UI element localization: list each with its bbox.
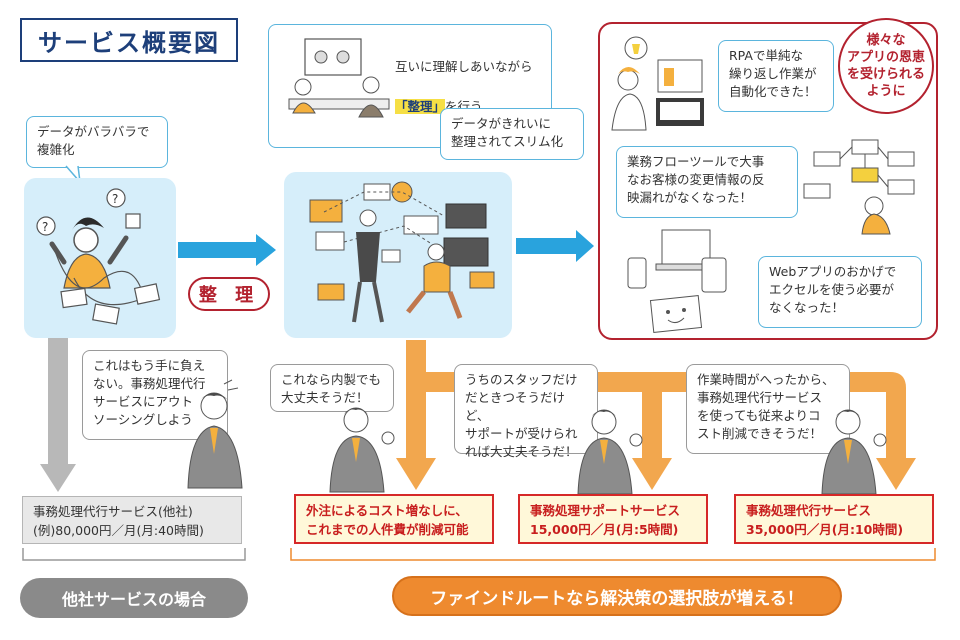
- businessman-thumbsup-illustration: [821, 409, 887, 495]
- option-bubble-inhouse: これなら内製でも 大丈夫そうだ！: [270, 364, 394, 412]
- option-price-support: 事務処理サポートサービス 15,000円／月(月:5時間): [518, 494, 708, 544]
- other-service-footer: 他社サービスの場合: [20, 578, 248, 618]
- option-price-inhouse: 外注によるコスト増なしに、 これまでの人件費が削減可能: [294, 494, 494, 544]
- organized-data-illustration: [309, 181, 495, 323]
- workflow-illustration: [803, 139, 915, 235]
- other-service-price: 事務処理代行サービス(他社) (例)80,000円／月(月:40時間): [22, 496, 242, 544]
- businessman-thumbsup-illustration: [577, 409, 643, 495]
- clean-data-bubble: データがきれいに 整理されてスリム化: [440, 108, 584, 160]
- outsourcing-bubble: これはもう手に負え ない。事務処理代行 サービスにアウト ソーシングしよう: [82, 350, 228, 440]
- bracket-line: [290, 548, 936, 561]
- devices-illustration: [627, 229, 727, 333]
- rpa-worker-illustration: [611, 36, 704, 131]
- svg-text:?: ?: [112, 192, 118, 206]
- organize-pill: 整 理: [188, 277, 270, 311]
- benefits-badge: 様々な アプリの恩恵 を受けられる ように: [838, 18, 934, 114]
- svg-text:?: ?: [42, 220, 48, 234]
- orange-branch-arrows: [396, 340, 916, 490]
- result-bubble-webapp: Webアプリのおかげで エクセルを使う必要が なくなった！: [758, 256, 922, 328]
- meeting-bubble: 互いに理解しあいながら 「整理」を行う: [268, 24, 552, 148]
- option-bubble-support: うちのスタッフだけ だときつそうだけど、 サポートが受けられ れば大丈夫そうだ！: [454, 364, 598, 459]
- organize-highlight: 「整理」: [395, 99, 446, 114]
- bracket-line: [22, 548, 246, 561]
- arrow-right-icon: [516, 230, 594, 262]
- businessman-thumbsup-illustration: [329, 407, 395, 493]
- meeting-illustration: [288, 38, 390, 118]
- arrow-right-icon: [178, 234, 276, 266]
- confused-person-illustration: ? ?: [36, 188, 161, 325]
- businessman-worried-illustration: [187, 379, 243, 489]
- page-title: サービス概要図: [20, 18, 238, 62]
- meeting-caption-line1: 互いに理解しあいながら: [395, 59, 533, 74]
- option-price-outsourcing: 事務処理代行サービス 35,000円／月(月:10時間): [734, 494, 934, 544]
- result-bubble-rpa: RPAで単純な 繰り返し作業が 自動化できた！: [718, 40, 834, 112]
- scattered-data-bubble: データがバラバラで 複雑化: [26, 116, 168, 168]
- findroute-footer: ファインドルートなら解決策の選択肢が増える！: [392, 576, 842, 616]
- result-bubble-workflow: 業務フローツールで大事 なお客様の変更情報の反 映漏れがなくなった！: [616, 146, 798, 218]
- option-bubble-outsourcing: 作業時間がへったから、 事務処理代行サービス を使っても従来よりコ スト削減でき…: [686, 364, 850, 454]
- arrow-down-icon: [40, 338, 76, 492]
